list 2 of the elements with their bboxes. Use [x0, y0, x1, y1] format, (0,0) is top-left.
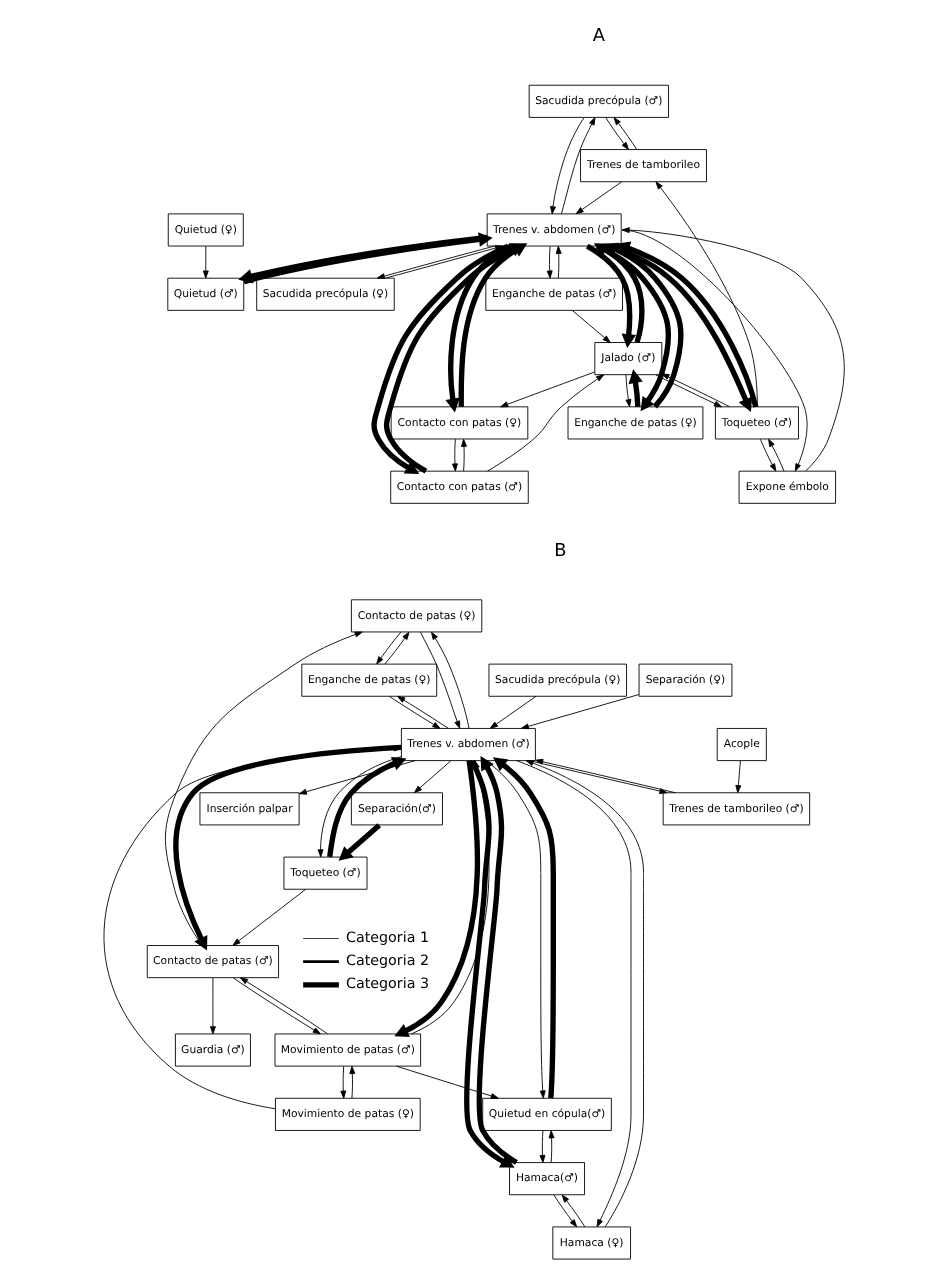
label: B: [554, 542, 567, 563]
label: A: [592, 27, 605, 48]
